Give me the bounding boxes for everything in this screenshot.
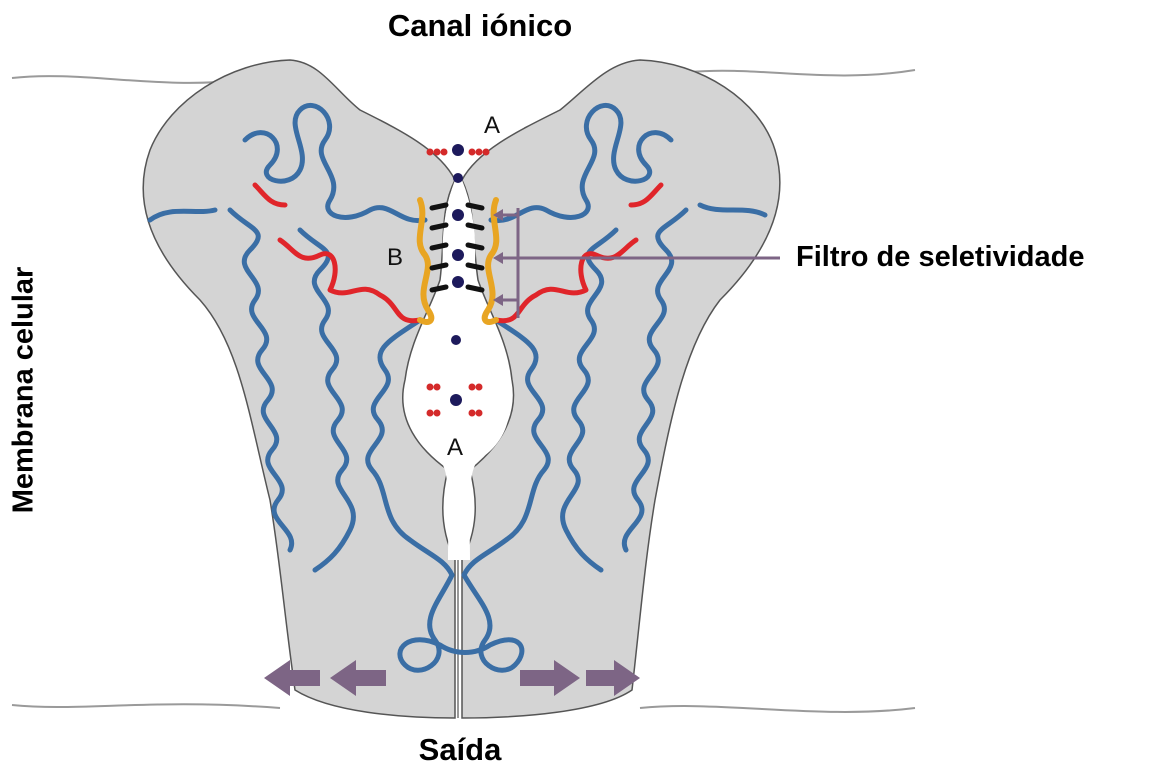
ion-dot-icon [452,276,464,288]
ion-dot-icon [452,249,464,261]
site-label-top-a: A [484,112,500,139]
channel-subunit-left [143,60,455,718]
carbonyl-l4 [432,265,446,268]
channel-subunit-right [462,60,780,718]
carbonyl-l3 [432,245,446,248]
carbonyl-r1 [468,205,482,208]
carbonyl-r5 [468,287,482,290]
carbonyl-r2 [468,225,482,228]
ion-dot-icon [450,394,462,406]
ion-dot-icon [451,335,461,345]
ion-dot-icon [453,173,463,183]
site-label-b: B [387,244,403,271]
ion-dot-icon [452,209,464,221]
site-label-bottom-a: A [447,434,463,461]
membrane-top-line [12,70,915,83]
carbonyl-l1 [432,205,446,208]
carbonyl-r4 [468,265,482,268]
ion-dot-icon [452,144,464,156]
carbonyl-l5 [432,287,446,290]
carbonyl-r3 [468,245,482,248]
carbonyl-l2 [432,225,446,228]
